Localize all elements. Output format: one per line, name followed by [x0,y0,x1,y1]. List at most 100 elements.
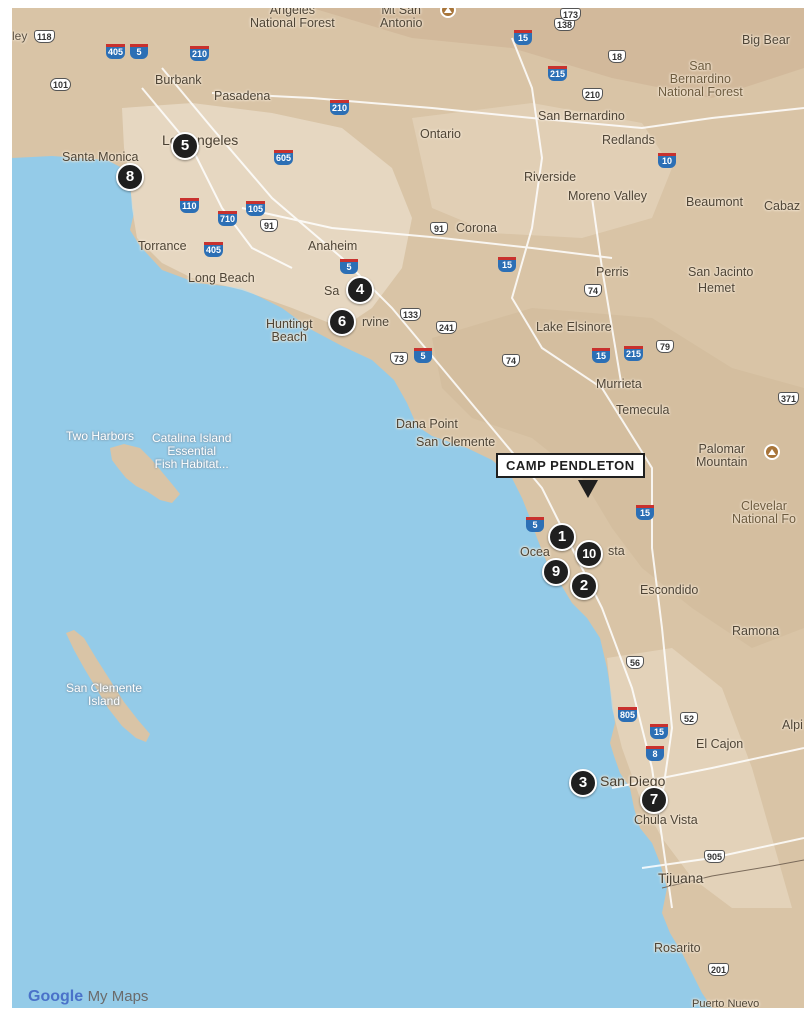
shield-i-210-east: 210 [330,100,350,115]
label-rosarito: Rosarito [654,941,701,955]
label-tijuana: Tijuana [658,870,704,886]
map-marker-8[interactable]: 8 [116,163,144,191]
shield-i-215-south: 215 [624,346,644,361]
label-anaheim: Anaheim [308,239,358,253]
shield-i-605: 605 [274,150,294,165]
map-marker-5[interactable]: 5 [171,132,199,160]
label-escondido: Escondido [640,583,699,597]
map-marker-1[interactable]: 1 [548,523,576,551]
google-logo-text: Google [28,988,84,1005]
my-maps-text: My Maps [87,988,149,1005]
google-my-maps-logo: Google My Maps [28,988,148,1006]
shield-ca-241: 241 [436,321,458,334]
shield-i-5-north: 5 [130,44,148,59]
map-marker-3[interactable]: 3 [569,769,597,797]
label-torrance: Torrance [138,239,187,253]
label-irvine: rvine [362,315,390,329]
shield-i-15-corona: 15 [498,257,516,272]
map-marker-2[interactable]: 2 [570,572,598,600]
label-alpine: Alpi [782,718,803,732]
palomar-peak-icon [764,444,780,460]
shield-ca-56: 56 [626,656,644,669]
label-huntington-beach: Huntingt Beach [266,317,313,344]
label-temecula: Temecula [616,403,670,417]
shield-ca-52: 52 [680,712,698,725]
label-cleveland-nf: Clevelar National Fo [732,499,796,526]
label-san-jacinto: San Jacinto [688,265,754,279]
shield-us-101: 101 [50,78,72,91]
shield-ca-74-perris: 74 [584,284,602,297]
shield-i-5-irvine: 5 [414,348,432,363]
mountain-peak-icon [440,8,456,18]
us-mexico-border [661,859,804,889]
map-marker-7[interactable]: 7 [640,786,668,814]
map-marker-6[interactable]: 6 [328,308,356,336]
label-chula-vista: Chula Vista [634,813,698,827]
label-dana-point: Dana Point [396,417,458,431]
map-marker-9[interactable]: 9 [542,558,570,586]
shield-ca-173: 173 [560,8,582,21]
shield-ca-18: 18 [608,50,626,63]
ocean [12,156,712,1008]
label-pasadena: Pasadena [214,89,271,103]
san-clemente-island [66,630,150,742]
label-moreno-valley: Moreno Valley [568,189,647,203]
label-ontario: Ontario [420,127,461,141]
shield-i-105: 105 [246,201,266,216]
label-mt-san-antonio: Mt San Antonio [380,8,423,30]
shield-ca-118: 118 [34,30,55,43]
shield-i-8: 8 [646,746,664,761]
label-redlands: Redlands [602,133,655,147]
catalina-island [110,444,180,503]
label-perris: Perris [596,265,629,279]
label-puerto-nuevo: Puerto Nuevo [692,998,760,1008]
ie-urban [412,103,672,238]
label-murrieta: Murrieta [596,377,642,391]
shield-i-210-west: 210 [190,46,210,61]
label-lake-elsinore: Lake Elsinore [536,320,612,334]
map-marker-10[interactable]: 10 [575,540,603,568]
label-san-diego: San Diego [600,773,666,789]
shield-ca-73: 73 [390,352,408,365]
sd-urban [607,648,792,908]
shield-i-5-oceanside: 5 [526,517,544,532]
label-long-beach: Long Beach [188,271,255,285]
label-angeles-national-forest: Angeles National Forest [250,8,335,30]
mountain-shading [312,8,804,98]
label-san-clemente: San Clemente [416,435,496,449]
shield-i-15-escondido: 15 [636,505,654,520]
shield-ca-91-east: 91 [430,222,448,235]
shield-ca-79: 79 [656,340,674,353]
shield-i-215-north: 215 [548,66,568,81]
map-canvas[interactable]: ley Angeles National Forest Mt San Anton… [12,8,804,1008]
label-hemet: Hemet [698,281,735,295]
shield-ca-201: 201 [708,963,730,976]
map-marker-4[interactable]: 4 [346,276,374,304]
shield-i-110: 110 [180,198,199,213]
camp-pendleton-pin-icon[interactable] [578,480,598,498]
label-palomar-mountain: Palomar Mountain [696,442,748,469]
shield-i-805: 805 [618,707,638,722]
label-oceanside: Ocea [520,545,550,559]
label-big-bear: Big Bear [742,33,790,47]
label-el-cajon: El Cajon [696,737,744,751]
label-two-harbors: Two Harbors [66,429,135,443]
label-san-bernardino: San Bernardino [538,109,625,123]
shield-ca-905: 905 [704,850,726,863]
label-riverside: Riverside [524,170,577,184]
shield-ca-91-west: 91 [260,219,278,232]
shield-i-710: 710 [218,211,238,226]
label-ley: ley [12,29,28,43]
shield-i-15-san-diego: 15 [650,724,668,739]
label-beaumont: Beaumont [686,195,743,209]
camp-pendleton-callout[interactable]: CAMP PENDLETON [496,453,645,478]
shield-i-10: 10 [658,153,676,168]
label-sb-national-forest: San Bernardino National Forest [658,59,743,99]
shield-i-5-anaheim: 5 [340,259,358,274]
shield-ca-371: 371 [778,392,800,405]
shield-i-405-south: 405 [204,242,224,257]
label-corona: Corona [456,221,497,235]
label-burbank: Burbank [155,73,202,87]
shield-i-405-north: 405 [106,44,126,59]
label-ramona: Ramona [732,624,780,638]
